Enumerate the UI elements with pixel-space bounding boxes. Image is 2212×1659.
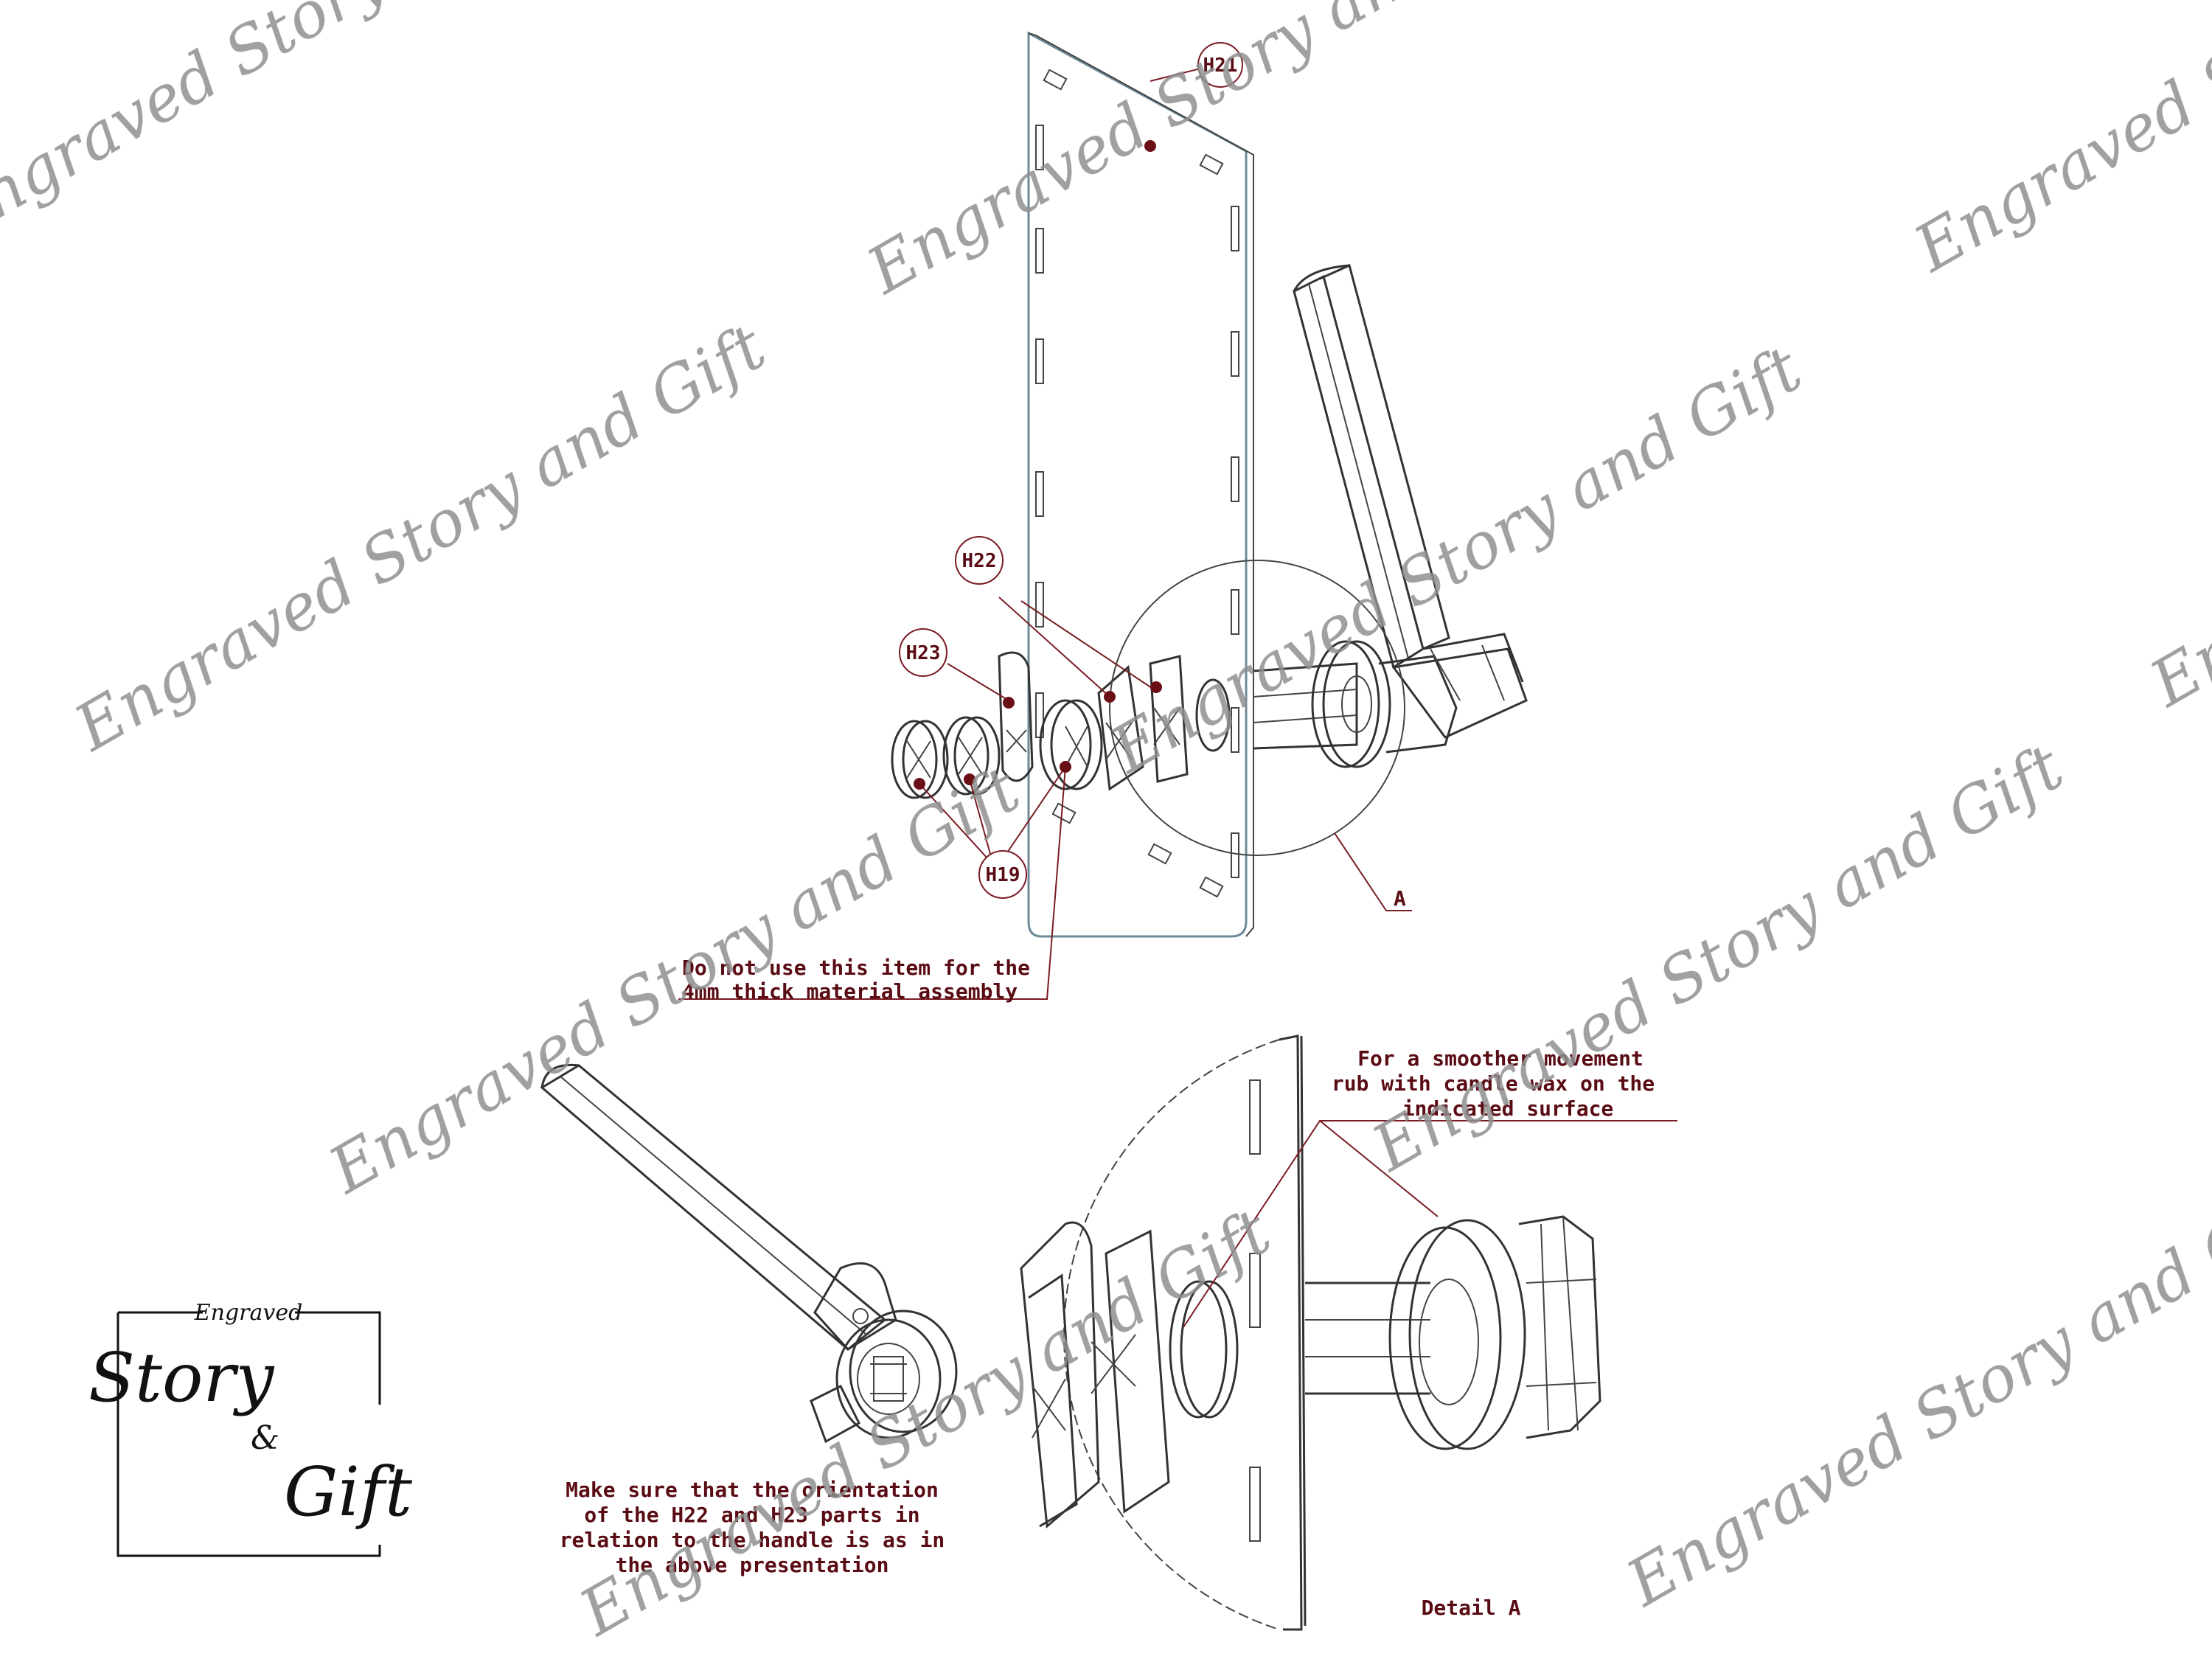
callout-h21: H21 <box>1197 42 1243 88</box>
detail-a-view <box>1020 1034 1677 1631</box>
dot-h22-a <box>1104 691 1116 703</box>
leader-lines <box>678 58 1239 1000</box>
note-orientation-line-3: relation to the handle is as in <box>560 1528 945 1552</box>
note-wax-line-3: indicated surface <box>1402 1096 1614 1121</box>
callout-h19: H19 <box>978 850 1027 899</box>
note-4mm-material: Do not use this item for the 4mm thick m… <box>682 956 1030 1004</box>
watermark-6: Engraved Story and Gift <box>2138 266 2212 723</box>
note-4mm-line-2: 4mm thick material assembly <box>682 979 1018 1004</box>
logo-word-story: Story <box>88 1338 274 1417</box>
dot-h23 <box>1003 697 1015 709</box>
handle-orientation-view <box>540 1063 958 1444</box>
note-wax-line-2: rub with candle wax on the <box>1332 1071 1655 1096</box>
note-orientation: Make sure that the orientation of the H2… <box>560 1478 945 1577</box>
dot-h19-b <box>964 773 975 785</box>
note-orientation-line-4: the above presentation <box>616 1553 889 1577</box>
callout-h21-label: H21 <box>1203 55 1238 77</box>
note-orientation-line-2: of the H22 and H23 parts in <box>584 1503 919 1527</box>
watermark-3: Engraved Story and Gift <box>1902 0 2212 287</box>
callouts: H21 H22 H23 H19 <box>899 42 1243 899</box>
note-wax: For a smoother movement rub with candle … <box>1332 1046 1655 1121</box>
note-orientation-line-1: Make sure that the orientation <box>566 1478 939 1502</box>
watermark-4: Engraved Story and Gift <box>62 310 778 767</box>
callout-h22: H22 <box>955 536 1004 585</box>
dot-h19-a <box>914 778 925 790</box>
watermark-10: Engraved Story and Gift <box>1614 1166 2212 1622</box>
note-wax-line-1: For a smoother movement <box>1357 1046 1644 1071</box>
detail-ref-label: A <box>1394 886 1406 911</box>
exploded-view: A H21 H2 <box>678 31 1528 1004</box>
exploded-parts <box>891 651 1231 799</box>
back-plate <box>1027 31 1254 938</box>
brand-logo: Engraved Story & Gift <box>88 1300 413 1557</box>
dot-h21 <box>1144 140 1156 152</box>
callout-h23-label: H23 <box>906 642 941 664</box>
watermark-9: Engraved Story and Gift <box>567 1195 1283 1652</box>
callout-h23: H23 <box>899 628 947 677</box>
logo-top: Engraved <box>194 1300 303 1326</box>
watermark-1: Engraved Story and Gift <box>0 0 641 257</box>
detail-a-label: Detail A <box>1422 1596 1521 1620</box>
note-4mm-line-1: Do not use this item for the <box>682 956 1030 980</box>
watermark-8: Engraved Story and Gift <box>1360 731 2076 1187</box>
callout-h19-label: H19 <box>986 864 1020 886</box>
dot-h22-b <box>1150 681 1162 693</box>
detail-circle-a: A <box>1109 560 1412 911</box>
logo-ampersand: & <box>251 1419 279 1457</box>
crank-handle <box>1253 263 1528 768</box>
dot-h19-c <box>1060 761 1071 773</box>
callout-h22-label: H22 <box>962 550 997 572</box>
logo-word-gift: Gift <box>284 1453 413 1531</box>
